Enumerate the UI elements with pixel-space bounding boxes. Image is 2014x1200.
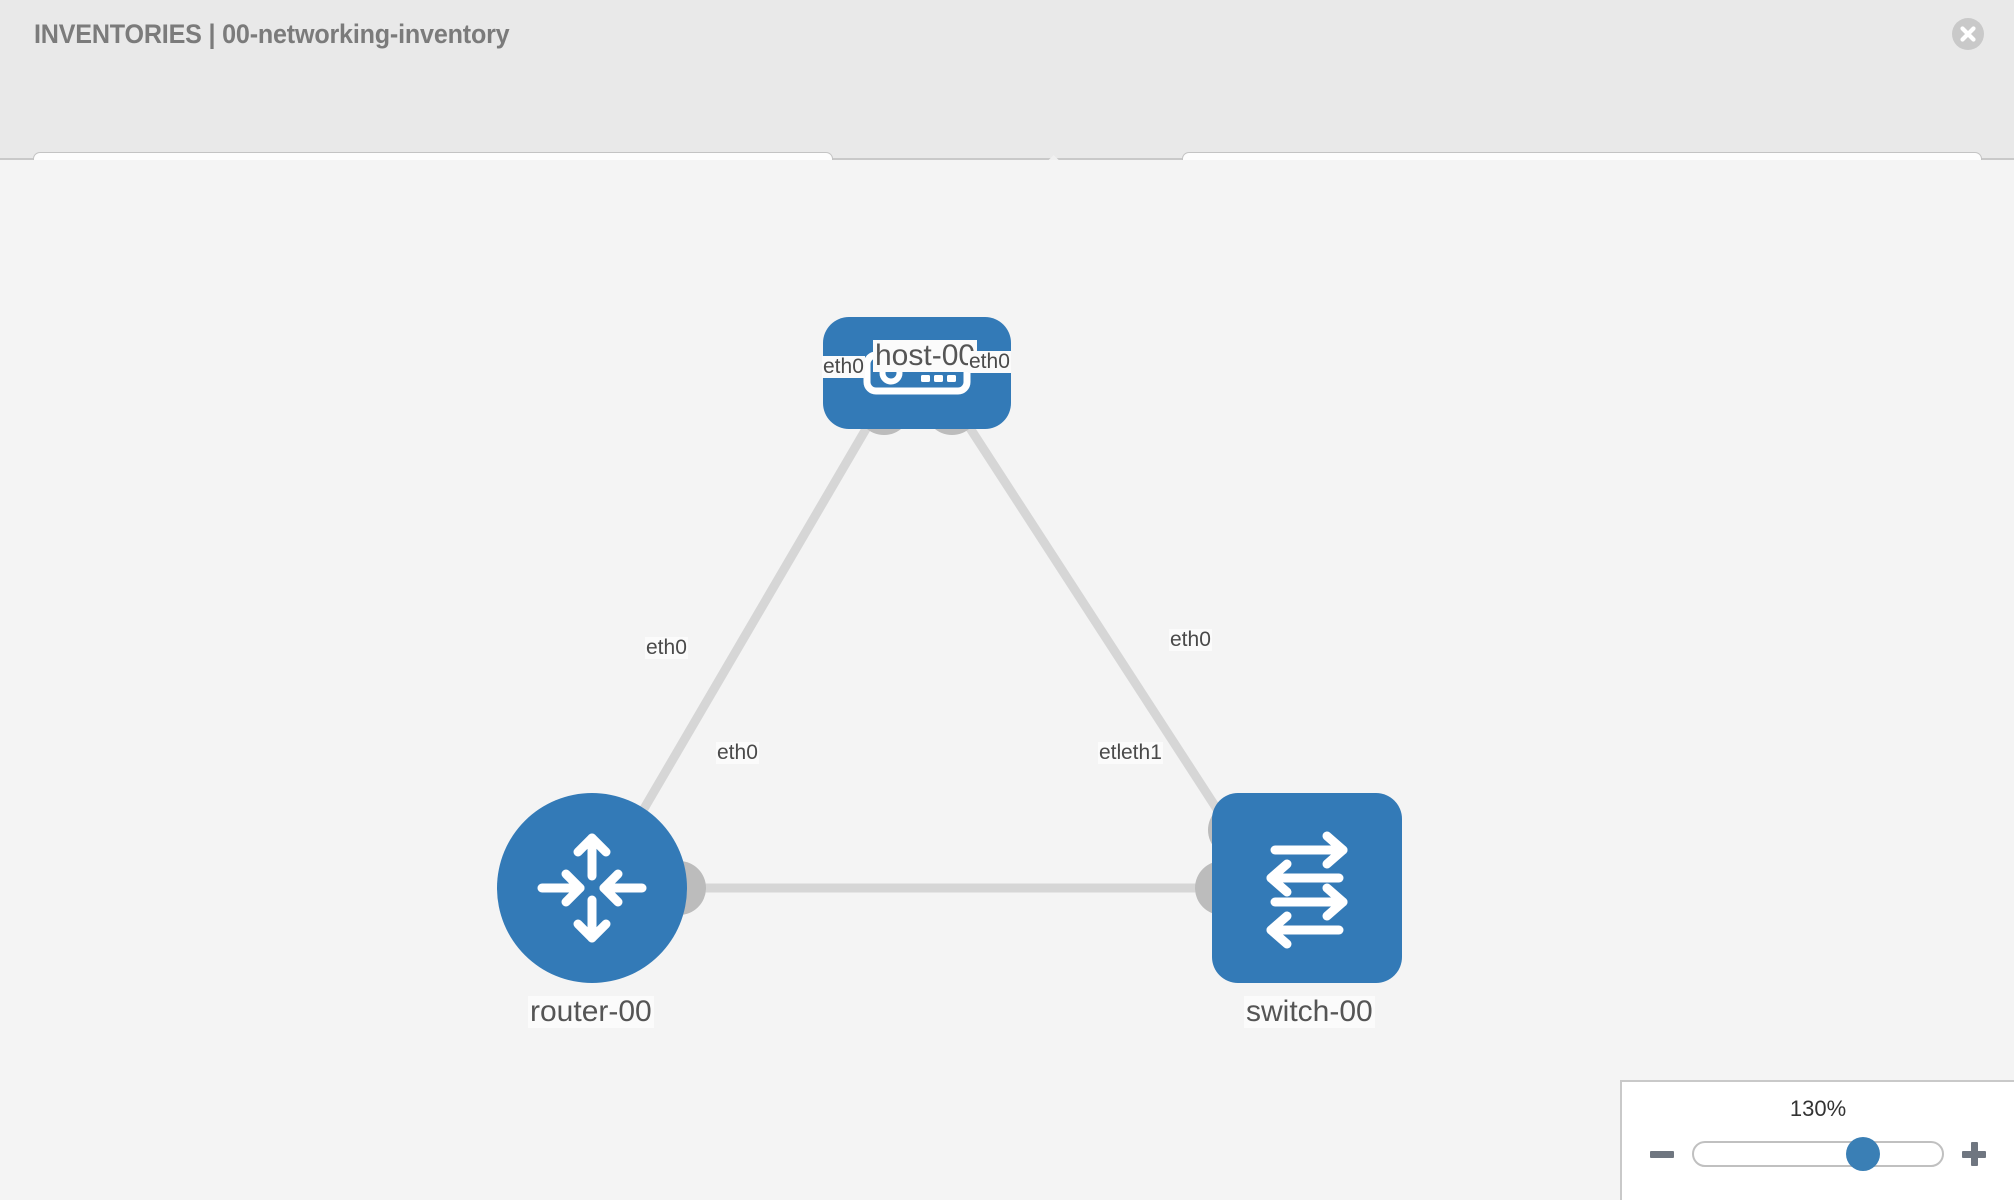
router-icon xyxy=(537,833,647,943)
page-title: INVENTORIES | 00-networking-inventory xyxy=(34,18,510,49)
node-label-switch-00: switch-00 xyxy=(1244,995,1375,1028)
iface-label-router-right: eth0 xyxy=(716,741,759,765)
iface-label-host-left: eth0 xyxy=(822,355,865,379)
topology-canvas[interactable]: host-00 router-00 switch-00 eth0 eth0 et… xyxy=(0,160,2014,1200)
switch-icon xyxy=(1266,831,1348,949)
iface-label-router-up: eth0 xyxy=(645,636,688,660)
node-switch-00[interactable] xyxy=(1212,793,1402,983)
link-host-router xyxy=(610,402,884,863)
zoom-out-button[interactable] xyxy=(1648,1140,1676,1168)
close-icon[interactable] xyxy=(1952,18,1984,50)
link-host-switch xyxy=(951,402,1254,863)
node-label-host-00: host-00 xyxy=(873,339,978,372)
zoom-slider-thumb[interactable] xyxy=(1845,1137,1880,1171)
page-header: INVENTORIES | 00-networking-inventory xyxy=(0,0,2014,68)
zoom-level-value: 130% xyxy=(1789,1096,1847,1121)
node-label-router-00: router-00 xyxy=(528,995,654,1028)
zoom-control-panel: 130% xyxy=(1620,1080,2014,1200)
node-router-00[interactable] xyxy=(497,793,687,983)
iface-label-host-right: eth0 xyxy=(968,350,1011,374)
topology-links xyxy=(610,381,1262,915)
iface-label-switch-up: eth0 xyxy=(1169,628,1212,652)
iface-label-switch-left: eth1 xyxy=(1120,741,1163,765)
toolbar: ACTIONS xyxy=(0,68,2014,208)
zoom-in-button[interactable] xyxy=(1960,1140,1988,1168)
zoom-slider-row xyxy=(1622,1134,2014,1174)
zoom-slider-track[interactable] xyxy=(1692,1137,1944,1171)
